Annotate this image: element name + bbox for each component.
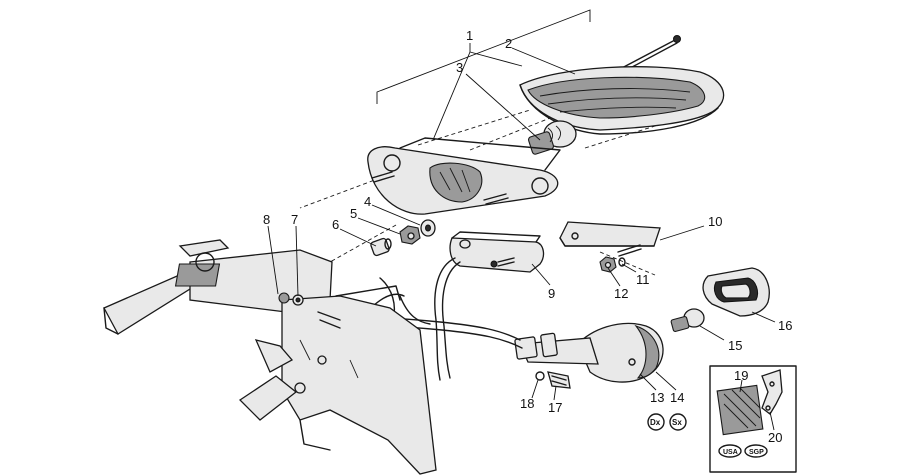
label-4: 4: [364, 194, 371, 209]
region-badges: USA SGP: [718, 444, 768, 458]
label-16: 16: [778, 318, 792, 333]
rear-frame: [103, 239, 437, 475]
label-2: 2: [505, 36, 512, 51]
turn-signal-lens-16: [702, 267, 770, 317]
label-14: 14: [670, 390, 684, 405]
label-7: 7: [291, 212, 298, 227]
label-15: 15: [728, 338, 742, 353]
nut-12-washer-11: [599, 256, 626, 273]
assembly-bracket-1: [376, 9, 591, 141]
label-leaders: [267, 47, 776, 431]
turn-signal-bulb-15: [670, 308, 705, 332]
label-9: 9: [548, 286, 555, 301]
label-1: 1: [466, 28, 473, 43]
label-11: 11: [636, 272, 650, 287]
part-number-labels: 1 2 3 4 5 6 7 8 9 10 11 12 13 14 15 16 1…: [263, 28, 792, 445]
label-12: 12: [614, 286, 628, 301]
tail-light-base: [367, 137, 561, 215]
badge-sgp: SGP: [749, 449, 764, 456]
label-5: 5: [350, 206, 357, 221]
badge-dx: Dx: [650, 418, 661, 427]
side-badges: Dx Sx: [647, 413, 687, 431]
label-19: 19: [734, 368, 748, 383]
badge-usa: USA: [723, 449, 738, 456]
label-13: 13: [650, 390, 664, 405]
plate-light-9: [434, 231, 545, 381]
tail-light-lens: [519, 66, 725, 135]
label-8: 8: [263, 212, 270, 227]
turn-signal-body: [514, 322, 664, 383]
label-17: 17: [548, 400, 562, 415]
fasteners-4-5-6: [370, 219, 436, 257]
badge-sx: Sx: [672, 418, 682, 427]
label-10: 10: [708, 214, 722, 229]
label-18: 18: [520, 396, 534, 411]
label-6: 6: [332, 217, 339, 232]
label-20: 20: [768, 430, 782, 445]
screw-17-washer-18: [535, 371, 571, 389]
reflector-10: [559, 221, 661, 257]
sticker-panel: [709, 365, 797, 473]
label-3: 3: [456, 60, 463, 75]
